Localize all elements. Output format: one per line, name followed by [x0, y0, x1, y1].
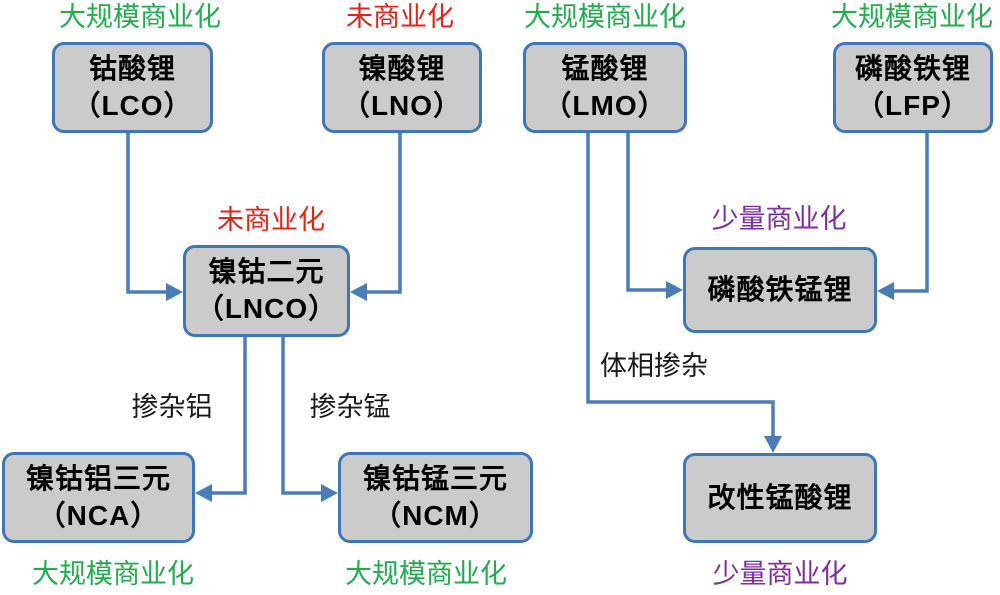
- node-lmo: 锰酸锂 （LMO）: [523, 42, 687, 133]
- status-label-lnco: 未商业化: [217, 205, 325, 235]
- arrowhead-lmo-to-mod-lmo: [764, 436, 782, 453]
- node-nca-subtitle: （NCA）: [37, 499, 160, 531]
- node-nca-title: 镍钴铝三元: [25, 462, 171, 494]
- edge-lfp-to-lfmp: [894, 133, 929, 293]
- arrowhead-lmo-to-lfmp: [666, 281, 683, 299]
- arrowhead-lnco-to-ncm: [321, 484, 338, 502]
- edge-lnco-to-ncm: [281, 337, 321, 495]
- status-label-lfp: 大规模商业化: [831, 2, 993, 32]
- node-lmo-title: 锰酸锂: [561, 52, 649, 84]
- edge-label-bulk-doping: 体相掺杂: [600, 351, 708, 381]
- node-lfp: 磷酸铁锂 （LFP）: [833, 42, 993, 133]
- edge-lco-to-lnco: [126, 133, 167, 294]
- node-nca: 镍钴铝三元 （NCA）: [2, 452, 195, 543]
- node-lno: 镍酸锂 （LNO）: [322, 42, 482, 133]
- status-label-nca: 大规模商业化: [32, 559, 194, 589]
- node-lfp-title: 磷酸铁锂: [854, 52, 971, 84]
- edge-lno-to-lnco: [367, 133, 402, 294]
- node-lno-title: 镍酸锂: [358, 52, 446, 84]
- arrowhead-lfp-to-lfmp: [877, 282, 894, 300]
- node-lco: 钴酸锂 （LCO）: [52, 42, 213, 133]
- status-label-lmo: 大规模商业化: [524, 2, 686, 32]
- node-ncm-title: 镍钴锰三元: [362, 462, 508, 494]
- edge-label-doping-mn: 掺杂锰: [309, 392, 391, 422]
- arrowhead-lco-to-lnco: [166, 283, 183, 301]
- status-label-lfmp: 少量商业化: [711, 204, 847, 234]
- node-lnco-title: 镍钴二元: [208, 256, 325, 288]
- status-label-lno: 未商业化: [346, 2, 454, 32]
- node-lno-subtitle: （LNO）: [341, 89, 463, 121]
- node-lnco: 镍钴二元 （LNCO）: [183, 245, 350, 337]
- node-ncm-subtitle: （NCM）: [373, 499, 498, 531]
- node-lfmp: 磷酸铁锰锂: [683, 247, 877, 333]
- status-label-mod-lmo: 少量商业化: [712, 559, 848, 589]
- status-label-ncm: 大规模商业化: [345, 559, 507, 589]
- node-mod-lmo: 改性锰酸锂: [683, 453, 877, 543]
- arrowhead-lno-to-lnco: [350, 283, 367, 301]
- edge-lmo-to-mod-lmo: [586, 133, 775, 436]
- arrowhead-lnco-to-nca: [195, 484, 212, 502]
- node-lco-subtitle: （LCO）: [72, 89, 193, 121]
- node-lnco-subtitle: （LNCO）: [195, 293, 338, 324]
- status-label-lco: 大规模商业化: [59, 2, 221, 32]
- node-lmo-subtitle: （LMO）: [543, 89, 667, 121]
- node-lfmp-title: 磷酸铁锰锂: [707, 273, 853, 305]
- edge-lnco-to-nca: [212, 337, 247, 495]
- node-ncm: 镍钴锰三元 （NCM）: [338, 452, 533, 543]
- node-lco-title: 钴酸锂: [88, 52, 176, 84]
- edge-label-doping-al: 掺杂铝: [131, 392, 213, 422]
- node-lfp-subtitle: （LFP）: [856, 89, 970, 121]
- edge-lmo-to-lfmp: [626, 133, 666, 292]
- node-mod-lmo-title: 改性锰酸锂: [707, 481, 853, 513]
